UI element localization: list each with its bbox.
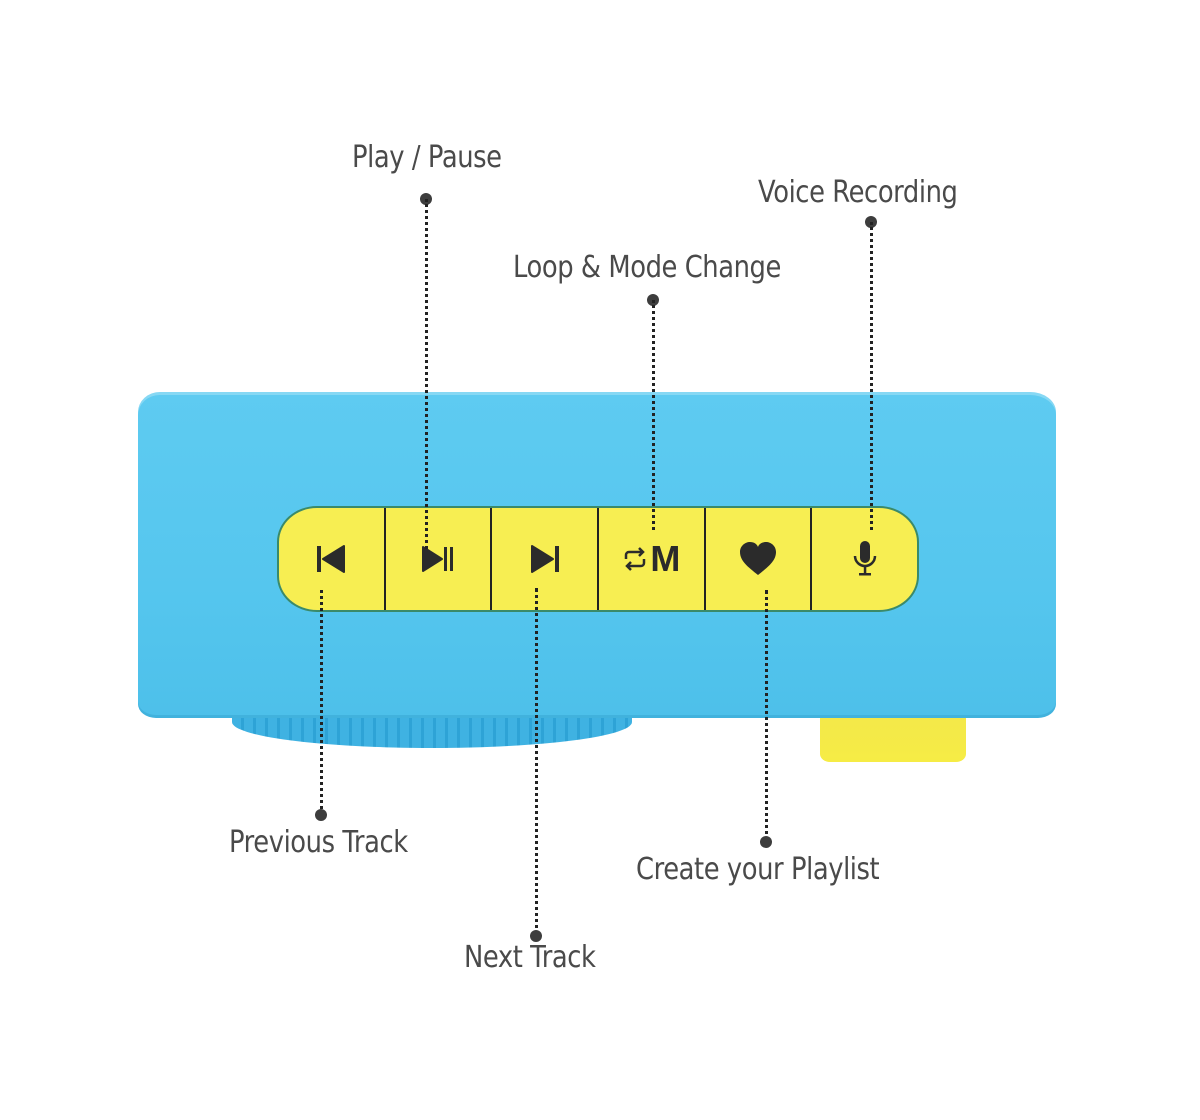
skip-previous-icon	[317, 545, 346, 573]
previous-track-button[interactable]	[279, 508, 386, 610]
callout-leader	[652, 300, 655, 530]
microphone-icon	[853, 541, 876, 576]
button-panel: M	[277, 506, 919, 612]
skip-next-icon	[530, 545, 559, 573]
label-previous-track: Previous Track	[229, 825, 408, 860]
callout-dot	[315, 809, 327, 821]
mode-letter: M	[650, 538, 681, 579]
voice-recording-button[interactable]	[812, 508, 917, 610]
callout-leader	[535, 588, 538, 936]
yellow-knob[interactable]	[820, 712, 966, 762]
label-loop-mode: Loop & Mode Change	[513, 250, 781, 285]
callout-leader	[320, 590, 323, 815]
playlist-button[interactable]	[706, 508, 813, 610]
heart-icon	[740, 542, 777, 575]
play-pause-button[interactable]	[386, 508, 493, 610]
callout-dot	[760, 836, 772, 848]
label-create-playlist: Create your Playlist	[636, 852, 880, 887]
label-play-pause: Play / Pause	[352, 140, 502, 175]
loop-mode-button[interactable]: M	[599, 508, 706, 610]
label-voice-recording: Voice Recording	[758, 175, 958, 210]
callout-leader	[425, 199, 428, 549]
callout-dot	[530, 930, 542, 942]
repeat-icon	[625, 547, 646, 571]
next-track-button[interactable]	[492, 508, 600, 610]
callout-leader	[870, 222, 873, 530]
callout-leader	[765, 590, 768, 842]
play-pause-icon	[422, 546, 453, 572]
label-next-track: Next Track	[464, 940, 596, 975]
